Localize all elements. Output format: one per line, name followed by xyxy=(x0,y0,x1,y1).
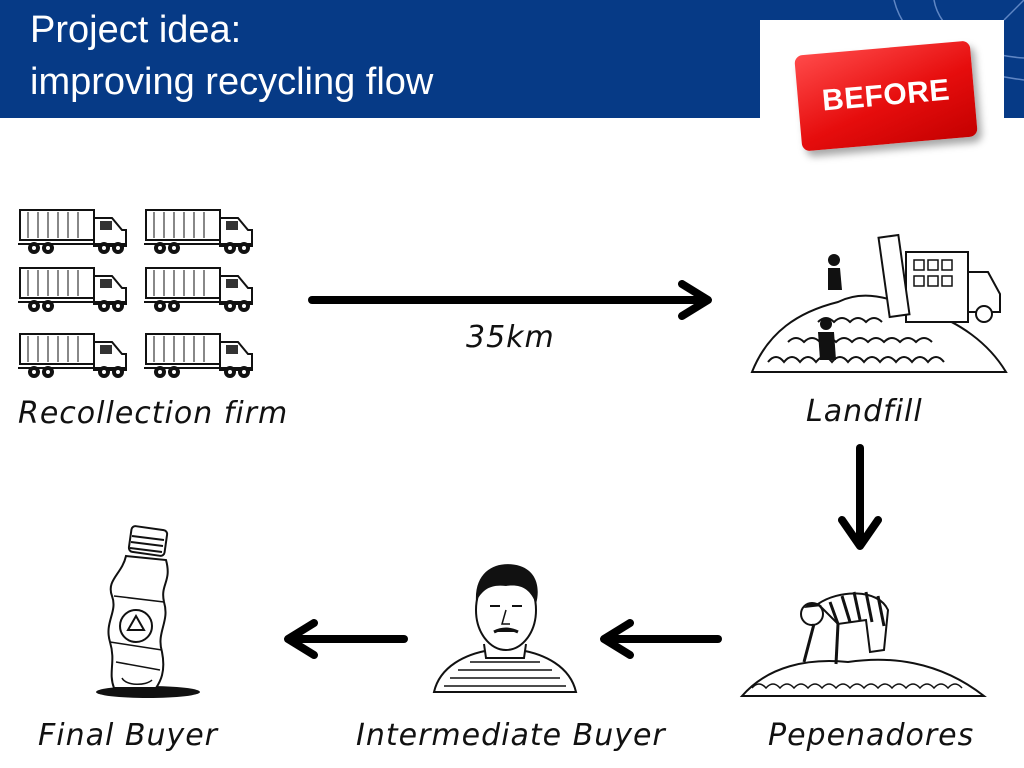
before-badge: BEFORE xyxy=(794,40,978,152)
arrow-left-to-final-buyer xyxy=(284,619,408,659)
scavenger-icon xyxy=(739,591,987,697)
edge-distance-label: 35km xyxy=(466,320,555,355)
man-portrait-icon xyxy=(432,564,578,693)
arrow-right-to-landfill xyxy=(308,280,712,320)
slide-title: Project idea: improving recycling flow xyxy=(30,4,433,108)
node-recollection-firm: Recollection firm xyxy=(18,396,289,431)
arrow-down-to-pepenadores xyxy=(838,444,882,550)
recycled-bottle-icon xyxy=(96,525,200,698)
node-final-buyer: Final Buyer xyxy=(38,718,218,753)
truck-fleet-illustration xyxy=(17,209,253,379)
landfill-truck-icon xyxy=(750,233,1008,373)
title-line-1: Project idea: xyxy=(30,9,242,51)
node-pepenadores: Pepenadores xyxy=(768,718,975,753)
node-intermediate-buyer: Intermediate Buyer xyxy=(356,718,666,753)
title-line-2: improving recycling flow xyxy=(30,61,434,103)
node-landfill: Landfill xyxy=(806,394,923,429)
before-badge-label: BEFORE xyxy=(820,73,952,118)
arrow-left-to-intermediate-buyer xyxy=(600,619,722,659)
